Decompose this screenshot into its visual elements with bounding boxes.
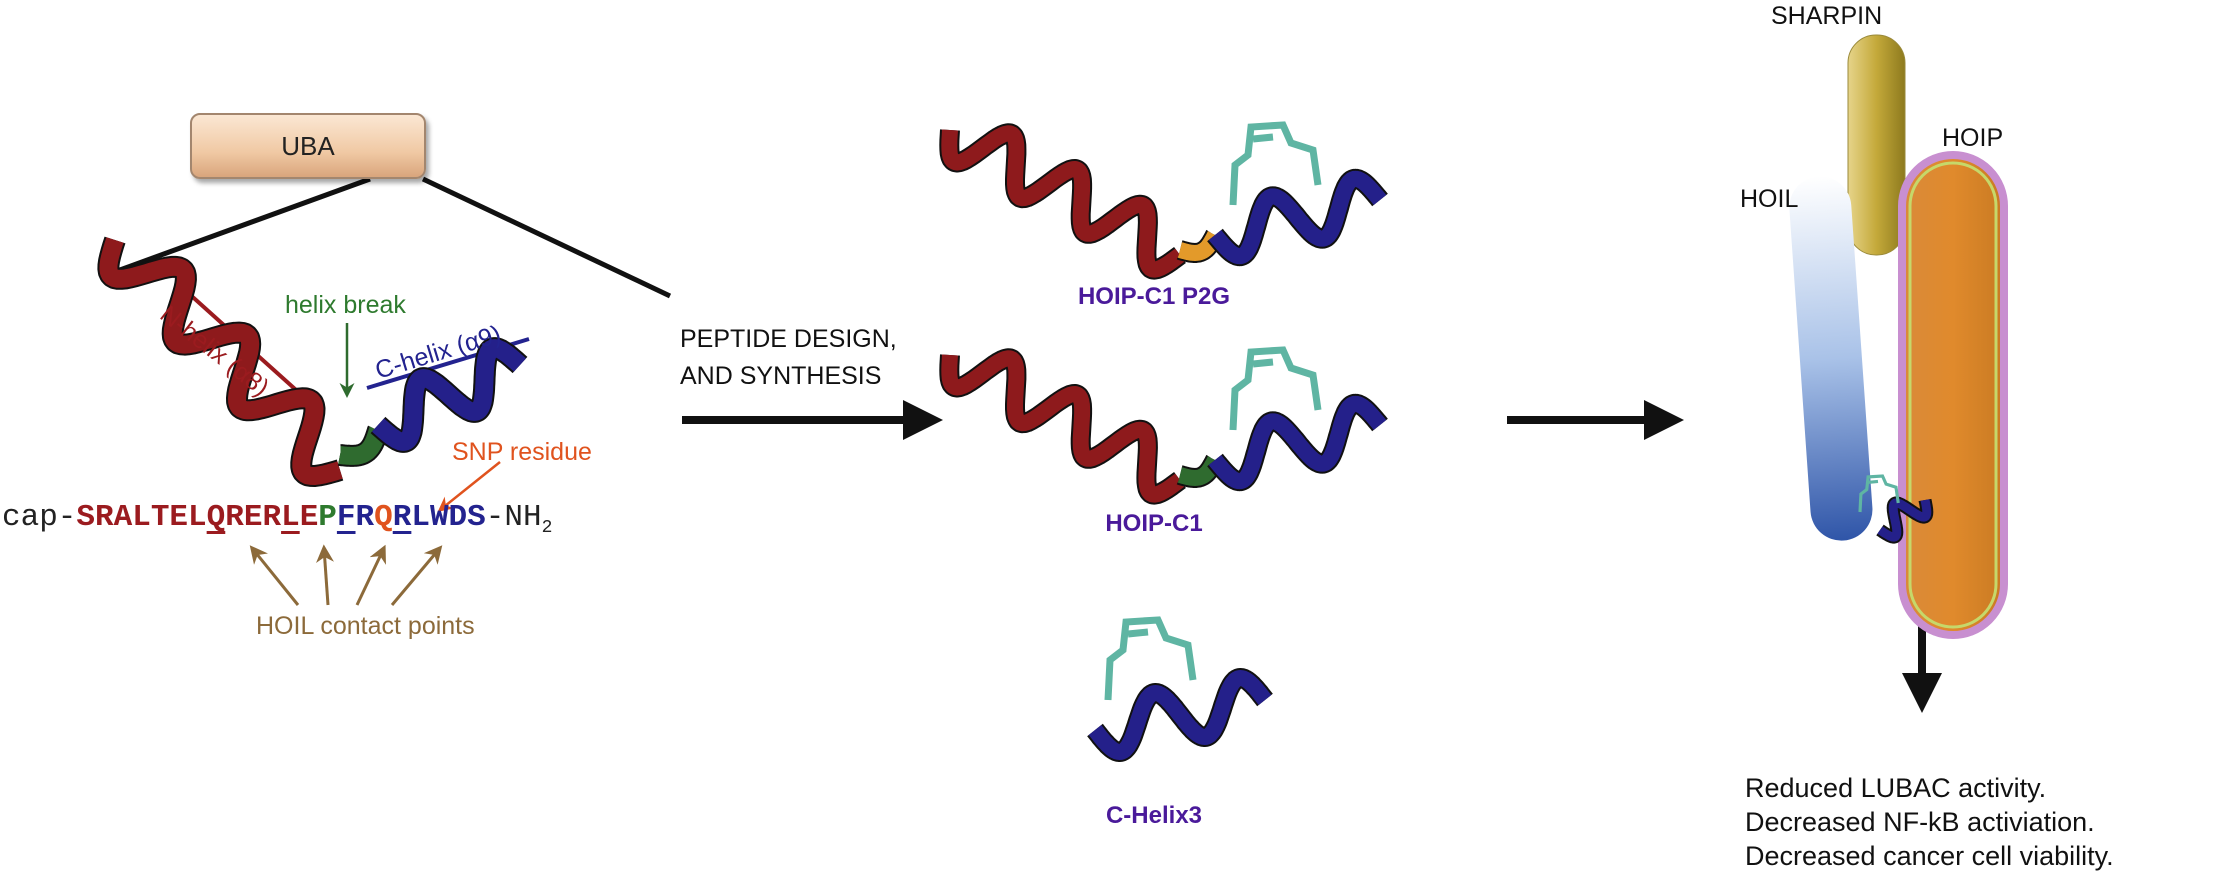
snp-residue-label: SNP residue: [452, 438, 592, 466]
snp-residue: Q: [374, 500, 393, 535]
outcome-3: Decreased cancer cell viability.: [1745, 841, 2114, 871]
helix-break-ribbon: [331, 421, 387, 465]
bound-peptide-ribbon: [1876, 496, 1932, 542]
sharpin-label: SHARPIN: [1771, 2, 1883, 30]
hoip-c1-p2g-c-helix: [1208, 170, 1387, 265]
contact-arrows: [249, 544, 443, 606]
seq-cap: cap-: [2, 500, 77, 535]
contact-residue: F: [336, 500, 356, 535]
hydrocarbon-staple-icon: [1229, 346, 1322, 431]
seq-n: RER: [225, 500, 282, 535]
seq-c: R: [355, 500, 375, 535]
hoip-label: HOIP: [1942, 124, 2004, 152]
contact-residue: R: [392, 500, 412, 535]
n-helix-ribbon: [99, 236, 344, 485]
seq-n: SRALTEL: [76, 500, 207, 535]
snp-arrow: [437, 461, 501, 512]
peptide-sequence: cap-SRALTELQRERLEPFRQRLWDS-NH2: [2, 500, 552, 538]
hydrocarbon-staple-icon: [1229, 121, 1322, 206]
hoil-contact-label: HOIL contact points: [256, 612, 475, 640]
outcome-2: Decreased NF-kB activiation.: [1745, 807, 2095, 837]
helix-break-label: helix break: [285, 291, 406, 319]
peptide-label-chelix3: C-Helix3: [1105, 802, 1203, 829]
c-helix-ribbon: [371, 339, 527, 451]
step-line2: AND SYNTHESIS: [680, 362, 882, 390]
seq-subscript: 2: [541, 518, 553, 539]
seq-c: LWDS: [411, 500, 486, 535]
hoip-c1-p2g-n-helix: [941, 125, 1185, 278]
peptide-label-c1: HOIP-C1: [1105, 510, 1203, 537]
step-line1: PEPTIDE DESIGN,: [680, 325, 897, 353]
seq-n: E: [299, 500, 319, 535]
hydrocarbon-staple-icon: [1858, 474, 1900, 513]
sharpin-pill: [1847, 34, 1906, 256]
hoil-label: HOIL: [1740, 185, 1799, 213]
hoil-pill: [1789, 176, 1873, 541]
zoom-line-left: [105, 176, 371, 278]
outcome-1: Reduced LUBAC activity.: [1745, 773, 2047, 803]
c-helix3-ribbon: [1088, 670, 1272, 760]
contact-residue: L: [281, 500, 300, 535]
hydrocarbon-staple-icon: [1104, 616, 1197, 701]
seq-amide: -NH: [485, 500, 542, 535]
peptide-label-p2g: HOIP-C1 P2G: [1077, 283, 1231, 310]
break-residue: P: [318, 500, 337, 535]
contact-residue: Q: [206, 500, 226, 535]
hoip-pill: [1898, 151, 2008, 639]
hoip-c1-c-helix: [1208, 395, 1387, 490]
diagram-artwork: [97, 34, 2008, 762]
hoip-c1-n-helix: [941, 350, 1185, 503]
uba-domain-box: UBA: [190, 113, 426, 179]
zoom-line-right: [421, 176, 672, 299]
